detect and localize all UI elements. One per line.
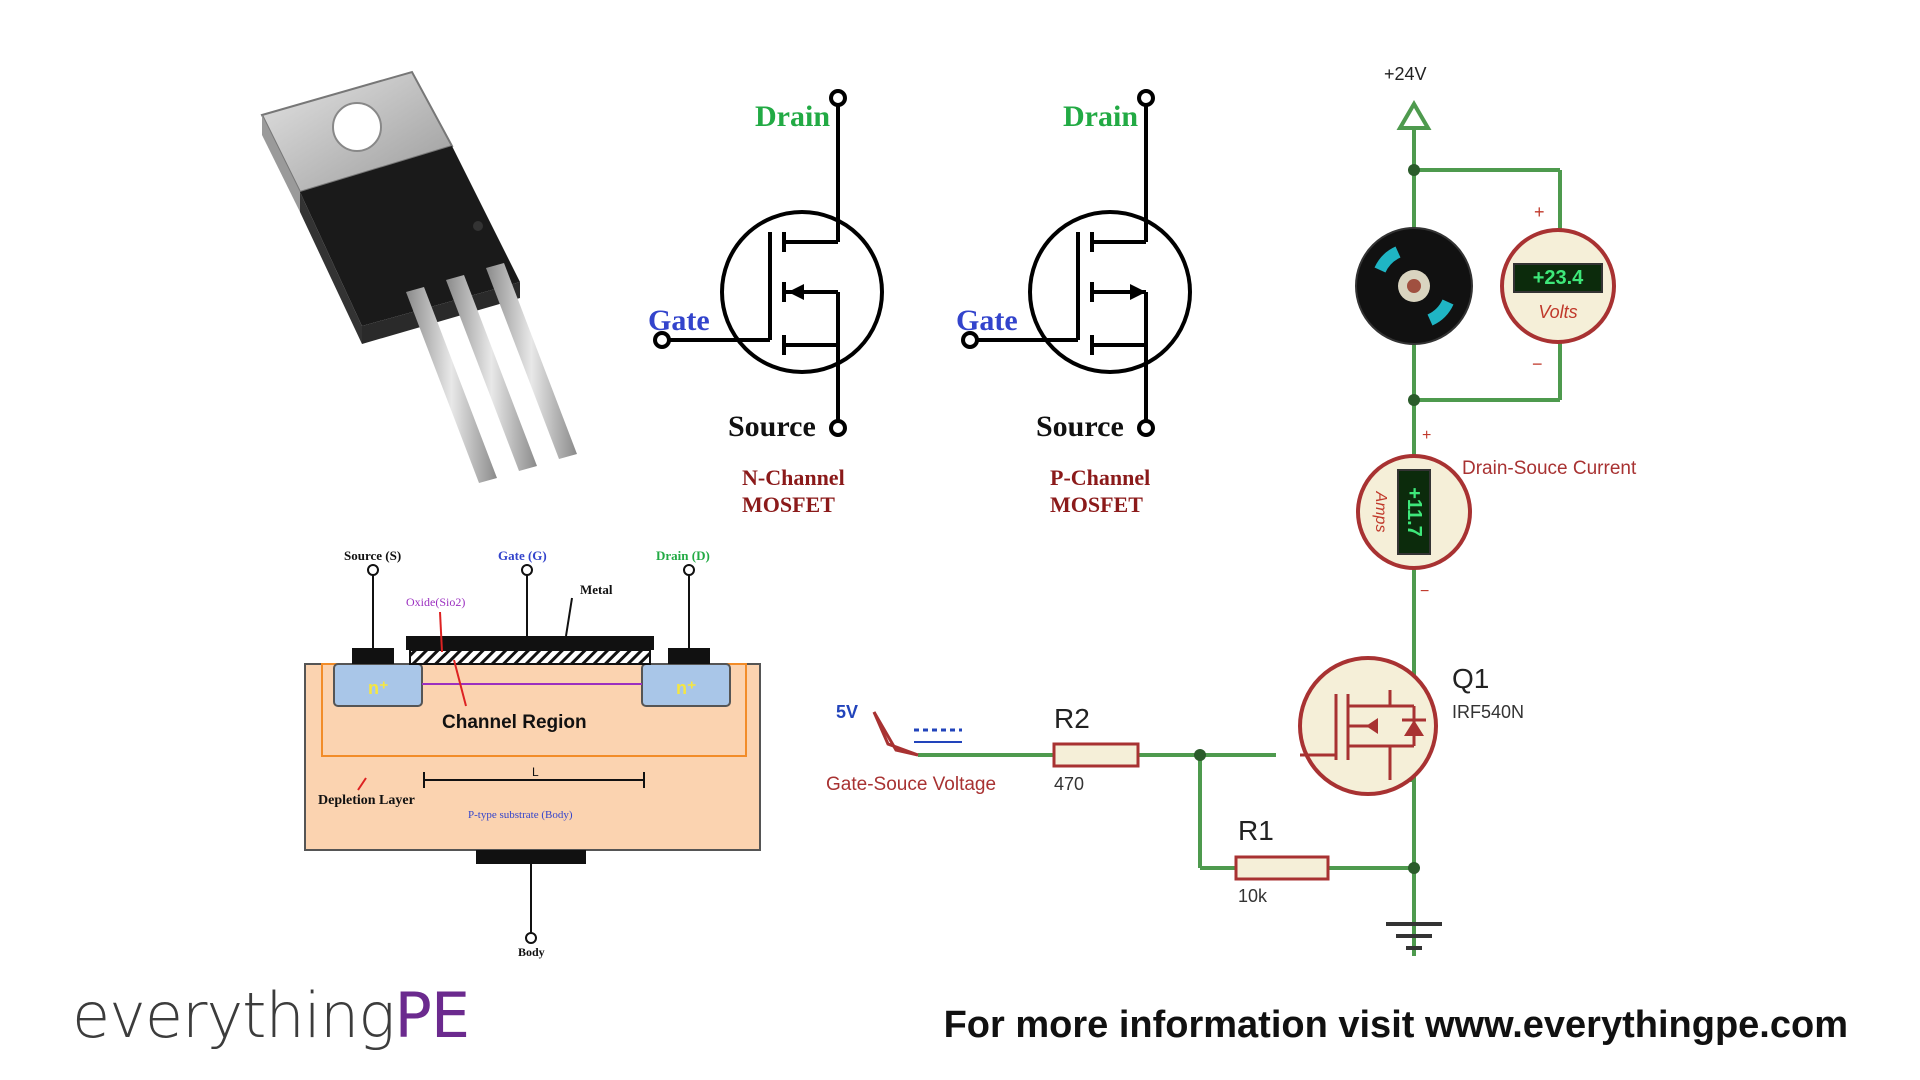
- cs-n-plus-right: n⁺: [676, 678, 697, 698]
- supply-arrow-icon: [1396, 100, 1432, 130]
- q1-part: IRF540N: [1452, 702, 1524, 722]
- p-drain-label: Drain: [1063, 100, 1138, 133]
- p-channel-mosfet-symbol: [961, 89, 1192, 437]
- cs-source-label: Source (S): [344, 548, 401, 563]
- p-channel-name-1: P-Channel: [1050, 465, 1150, 490]
- cs-channel-label: Channel Region: [442, 712, 587, 733]
- cs-drain-label: Drain (D): [656, 548, 710, 563]
- brand-logo: everythingPE: [72, 985, 470, 1047]
- voltmeter-reading: +23.4: [1533, 267, 1584, 289]
- ground-icon: [1386, 922, 1442, 950]
- current-label: Drain-Souce Current: [1462, 458, 1637, 479]
- r1-value: 10k: [1238, 886, 1268, 906]
- to220-package-icon: [260, 70, 577, 483]
- cs-length-label: L: [532, 765, 539, 779]
- ammeter-icon: [1356, 454, 1472, 570]
- n-channel-mosfet-symbol: [653, 89, 884, 437]
- n-channel-name-2: MOSFET: [742, 492, 835, 517]
- mosfet-q1-icon: [1298, 656, 1438, 796]
- brand-text-everything: everything: [72, 979, 395, 1052]
- motor-icon: [1355, 227, 1473, 345]
- ammeter-unit: Amps: [1372, 491, 1389, 533]
- cs-gate-label: Gate (G): [498, 548, 547, 563]
- input-voltage-label: Gate-Souce Voltage: [826, 774, 996, 795]
- input-generator-icon: [872, 711, 962, 757]
- n-source-label: Source: [728, 410, 816, 443]
- n-drain-label: Drain: [755, 100, 830, 133]
- test-circuit: +23.4 Volts + − +11.7 Amps + − Drain-Sou…: [826, 64, 1637, 956]
- cs-metal-label: Metal: [580, 582, 613, 597]
- n-channel-name-1: N-Channel: [742, 465, 845, 490]
- r2-value: 470: [1054, 774, 1084, 794]
- ammeter-reading: +11.7: [1403, 487, 1425, 537]
- p-source-label: Source: [1036, 410, 1124, 443]
- resistor-r1-icon: [1234, 855, 1330, 881]
- cs-n-plus-left: n⁺: [368, 678, 389, 698]
- voltmeter-plus: +: [1534, 202, 1545, 222]
- p-gate-label: Gate: [956, 304, 1018, 337]
- ammeter-minus: −: [1420, 583, 1429, 600]
- cs-depletion-label: Depletion Layer: [318, 793, 415, 808]
- resistor-r2-icon: [1052, 742, 1140, 768]
- ammeter-plus: +: [1422, 427, 1431, 444]
- voltmeter-icon: [1500, 228, 1616, 344]
- cs-oxide-label: Oxide(Sio2): [406, 595, 465, 609]
- q1-ref: Q1: [1452, 663, 1489, 694]
- cs-substrate-label: P-type substrate (Body): [468, 809, 573, 821]
- voltmeter-minus: −: [1532, 354, 1543, 374]
- input-voltage: 5V: [836, 702, 858, 722]
- r2-ref: R2: [1054, 703, 1090, 734]
- mosfet-cross-section: [304, 564, 761, 944]
- voltmeter-unit: Volts: [1538, 302, 1577, 322]
- cs-body-label: Body: [518, 945, 545, 959]
- supply-label: +24V: [1384, 64, 1427, 84]
- brand-text-pe: PE: [394, 979, 471, 1052]
- n-gate-label: Gate: [648, 304, 710, 337]
- p-channel-name-2: MOSFET: [1050, 492, 1143, 517]
- footer-info-text: For more information visit www.everythin…: [943, 1004, 1848, 1046]
- r1-ref: R1: [1238, 815, 1274, 846]
